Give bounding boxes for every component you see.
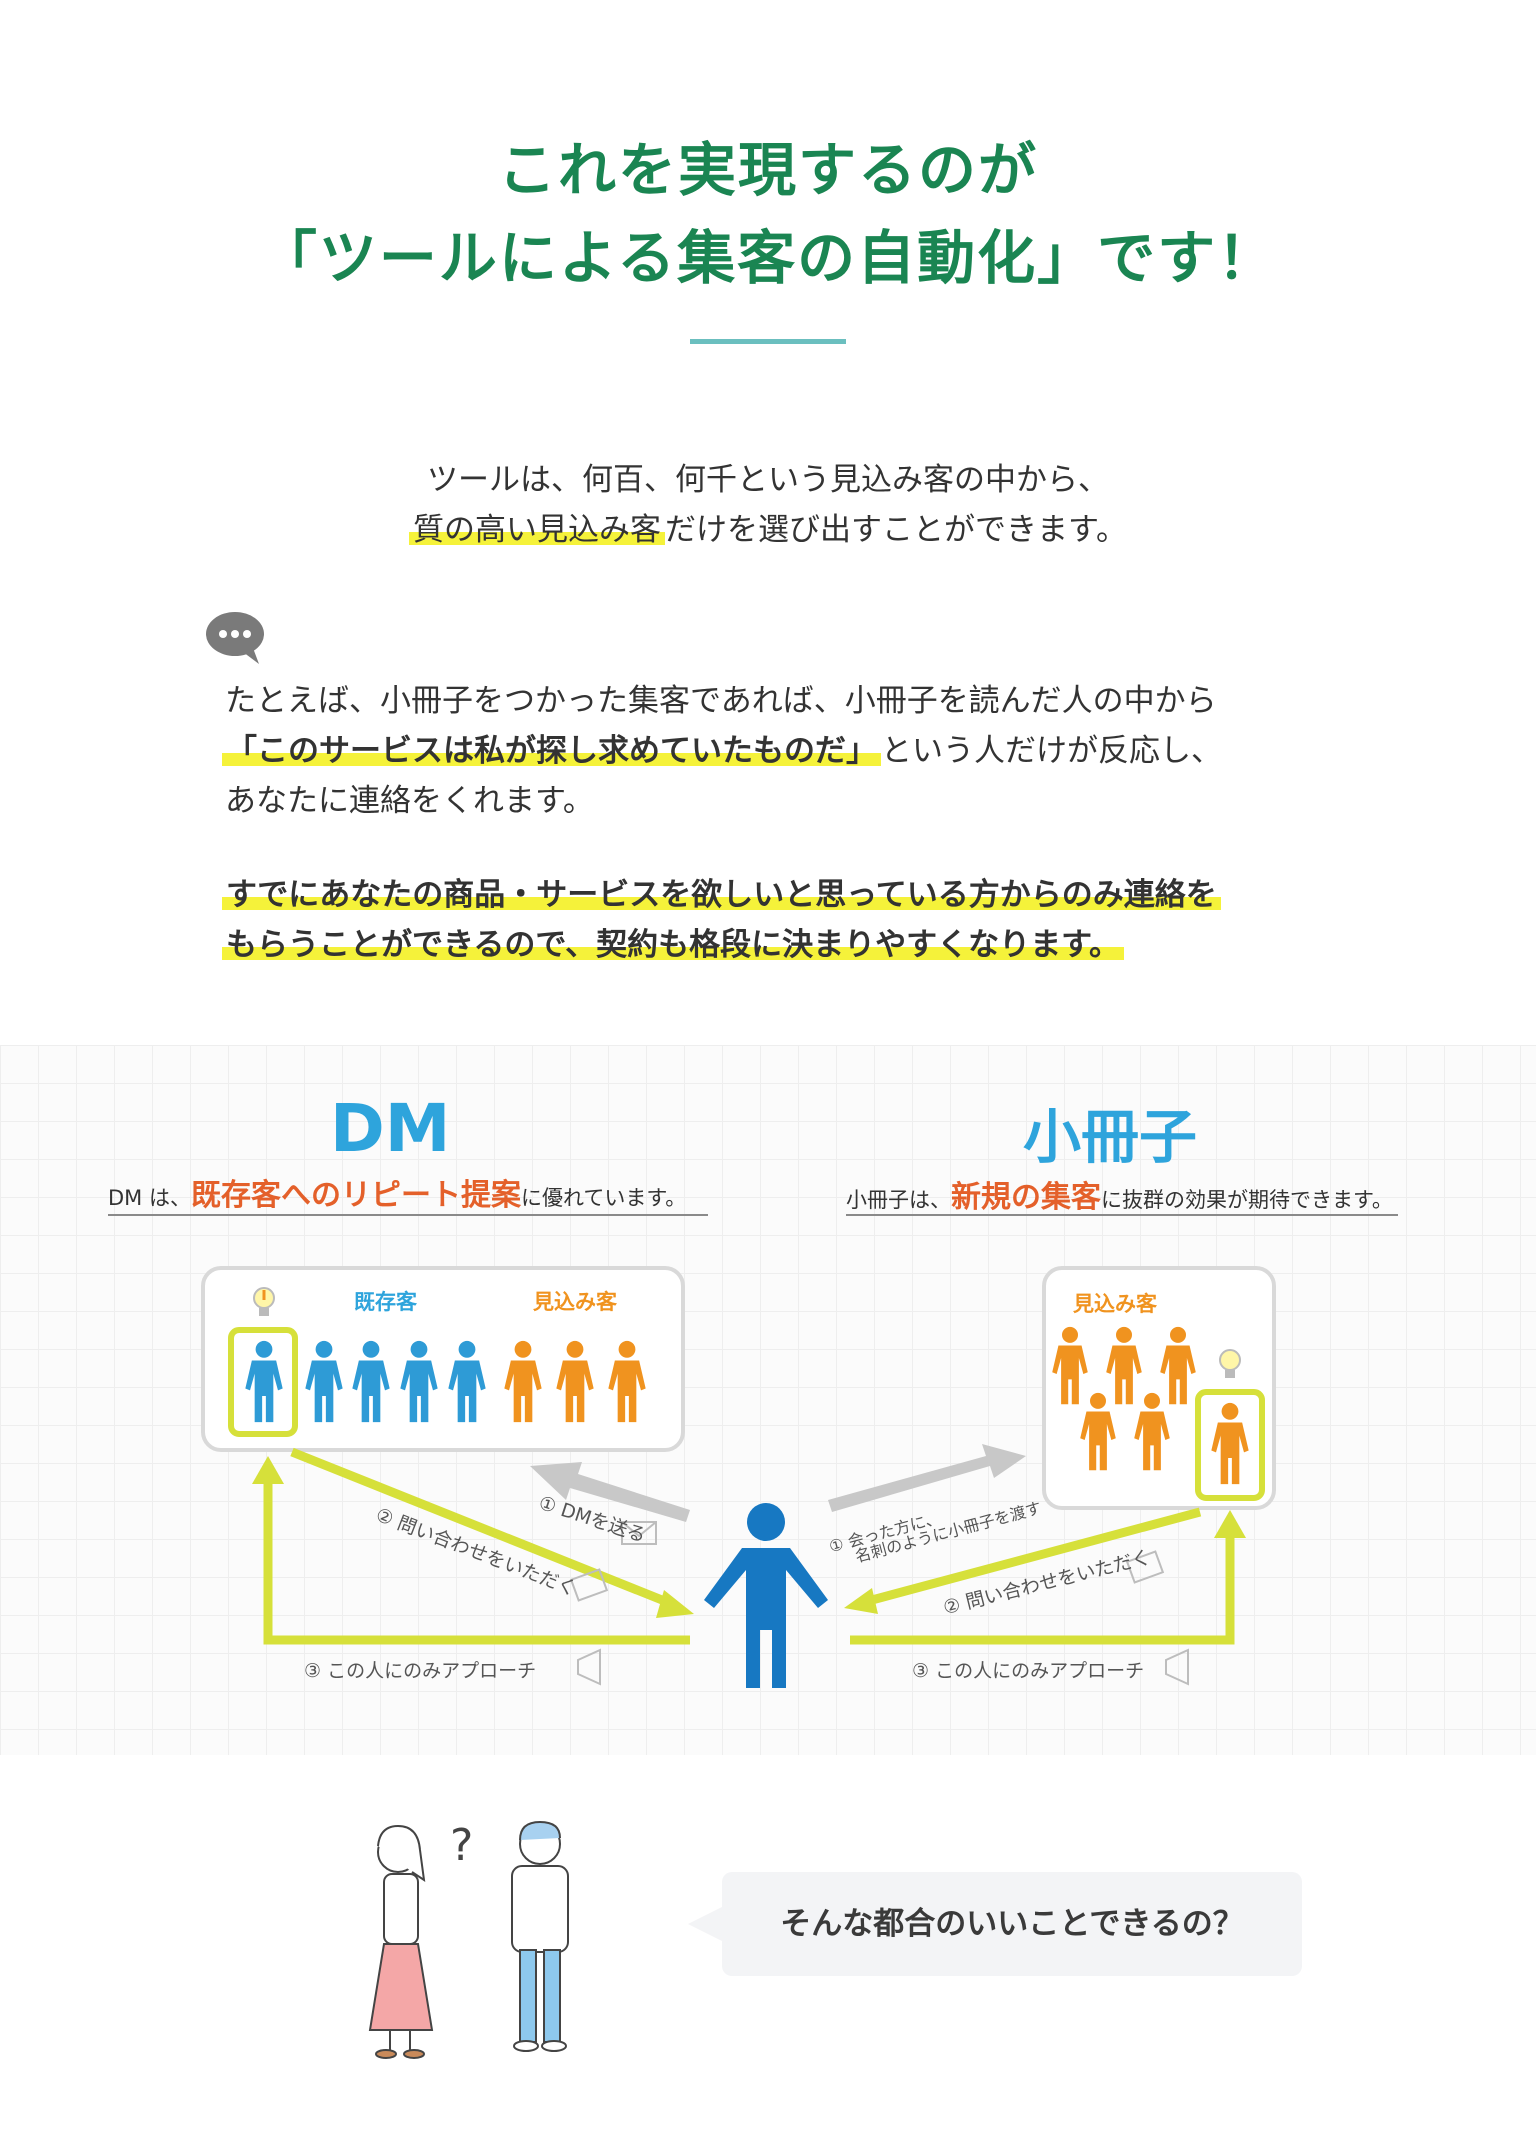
question-mark-icon: ? (450, 1820, 474, 1871)
dm-subtitle: DM は、既存客へのリピート提案に優れています。 (108, 1178, 687, 1213)
dm-subtitle-emphasis: 既存客へのリピート提案 (190, 1178, 521, 1213)
booklet-underline (846, 1214, 1398, 1216)
page-title-line1: これを実現するのが (497, 136, 1038, 204)
light-bulb-icon (253, 1287, 275, 1316)
speech-bubble (722, 1872, 1302, 1976)
booklet-give-arrow (828, 1444, 1026, 1512)
woman-illustration (368, 1824, 434, 2059)
example-line5: もらうことができるので、契約も格段に決まりやすくなります。 (222, 920, 1125, 970)
example-line2: 「このサービスは私が探し求めていたものだ」という人だけが反応し、 (222, 726, 1222, 776)
example-line1: たとえば、小冊子をつかった集客であれば、小冊子を読んだ人の中から (225, 683, 1217, 719)
intro-highlight: 質の高い見込み客 (409, 512, 666, 548)
man-illustration (511, 1820, 569, 2052)
example-line4: すでにあなたの商品・サービスを欲しいと思っている方からのみ連絡を (222, 870, 1221, 920)
booklet-step3: ③ この人にのみアプローチ (912, 1660, 1145, 1682)
envelope-icon (621, 1521, 657, 1545)
example-line2-rest: という人だけが反応し、 (881, 733, 1222, 769)
booklet-subtitle-emphasis: 新規の集客 (951, 1180, 1101, 1215)
booklet-label-prospect: 見込み客 (1073, 1292, 1157, 1316)
dm-send-arrow (530, 1462, 690, 1522)
megaphone-icon (577, 1648, 1189, 1686)
dm-heading: DM (330, 1090, 451, 1167)
booklet-subtitle: 小冊子は、新規の集客に抜群の効果が期待できます。 (846, 1180, 1393, 1215)
intro-line2: 質の高い見込み客だけを選び出すことができます。 (0, 505, 1536, 555)
speech-bubble-text: そんな都合のいいことできるの？ (780, 1906, 1244, 1942)
example-quote: 「このサービスは私が探し求めていたものだ」 (222, 733, 881, 769)
pen-icon (569, 1550, 1165, 1602)
center-person-icon (704, 1503, 828, 1688)
dm-label-existing: 既存客 (354, 1290, 417, 1314)
chat-bubble-icon (206, 612, 264, 664)
dm-label-prospect: 見込み客 (533, 1290, 617, 1314)
title-divider (690, 339, 846, 344)
booklet-heading: 小冊子 (1022, 1103, 1197, 1171)
dm-step3: ③ この人にのみアプローチ (304, 1660, 537, 1682)
intro-line1: ツールは、何百、何千という見込み客の中から、 (427, 462, 1109, 498)
dm-underline (108, 1214, 708, 1216)
page-title-line2: 「ツールによる集客の自動化」です！ (258, 224, 1278, 292)
intro-line2-rest: だけを選び出すことができます。 (665, 512, 1127, 548)
speech-bubble-tail (688, 1906, 724, 1942)
example-line3: あなたに連絡をくれます。 (225, 783, 594, 819)
